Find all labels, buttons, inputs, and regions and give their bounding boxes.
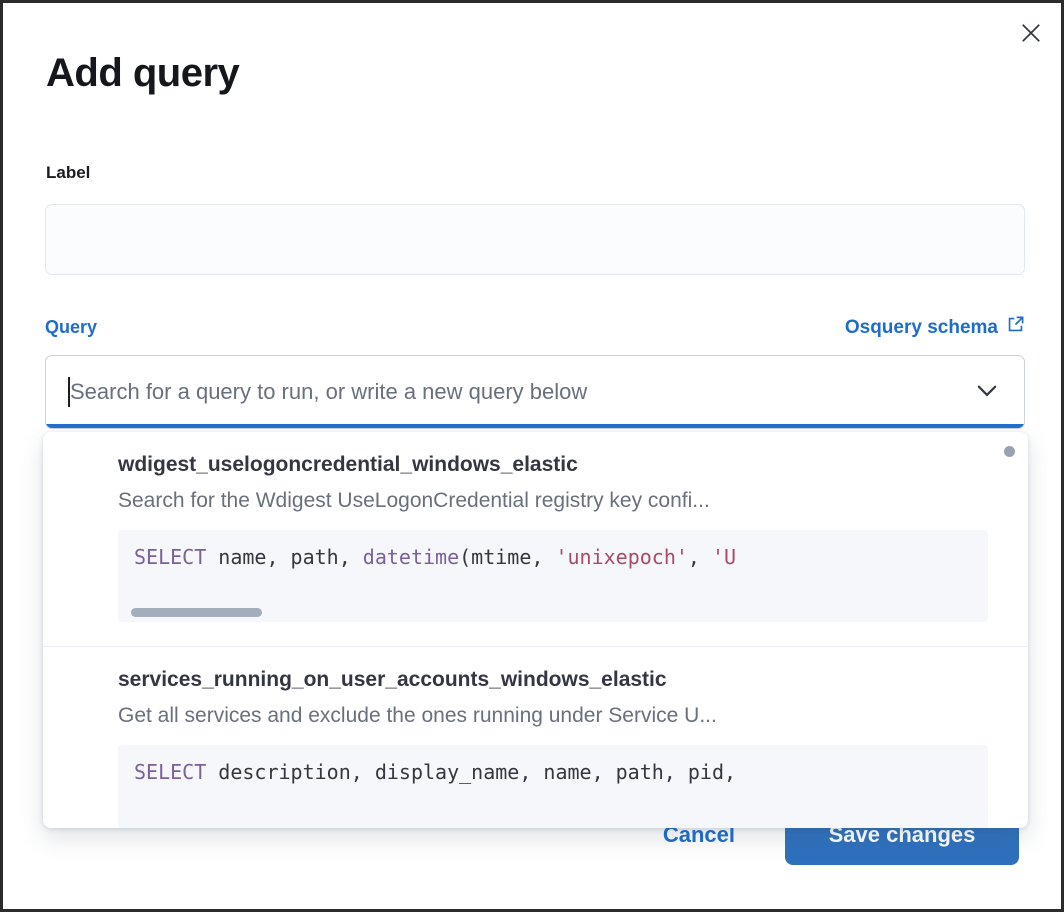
label-input[interactable]: [45, 204, 1025, 275]
query-option[interactable]: wdigest_uselogoncredential_windows_elast…: [43, 432, 1028, 646]
query-field-label: Query: [45, 317, 98, 337]
query-search-input[interactable]: Search for a query to run, or write a ne…: [45, 355, 1025, 429]
chevron-down-icon[interactable]: [974, 377, 1000, 408]
horizontal-scrollbar-thumb[interactable]: [131, 608, 262, 617]
query-option-sql-preview: SELECT description, display_name, name, …: [118, 745, 988, 828]
query-option-title: services_running_on_user_accounts_window…: [118, 668, 667, 691]
external-link-icon: [1006, 315, 1025, 340]
focus-indicator: [46, 424, 1024, 428]
option-divider: [43, 646, 1028, 647]
query-option[interactable]: services_running_on_user_accounts_window…: [43, 647, 1028, 828]
osquery-schema-link-label: Osquery schema: [844, 316, 998, 338]
query-option-description: Search for the Wdigest UseLogonCredentia…: [118, 489, 710, 512]
query-options-dropdown: wdigest_uselogoncredential_windows_elast…: [43, 432, 1028, 828]
osquery-schema-link[interactable]: Osquery schema: [845, 315, 1025, 340]
query-field-header: Query Osquery schema: [45, 315, 1025, 340]
modal-title: Add query: [46, 51, 240, 95]
close-icon[interactable]: [1017, 19, 1045, 47]
query-option-sql-preview: SELECT name, path, datetime(mtime, 'unix…: [118, 530, 988, 622]
label-field-label: Label: [46, 163, 91, 182]
query-option-description: Get all services and exclude the ones ru…: [118, 704, 717, 727]
query-option-title: wdigest_uselogoncredential_windows_elast…: [118, 453, 578, 476]
text-caret: [68, 377, 70, 407]
vertical-scrollbar-thumb[interactable]: [1004, 446, 1015, 457]
query-search-placeholder: Search for a query to run, or write a ne…: [70, 379, 588, 404]
